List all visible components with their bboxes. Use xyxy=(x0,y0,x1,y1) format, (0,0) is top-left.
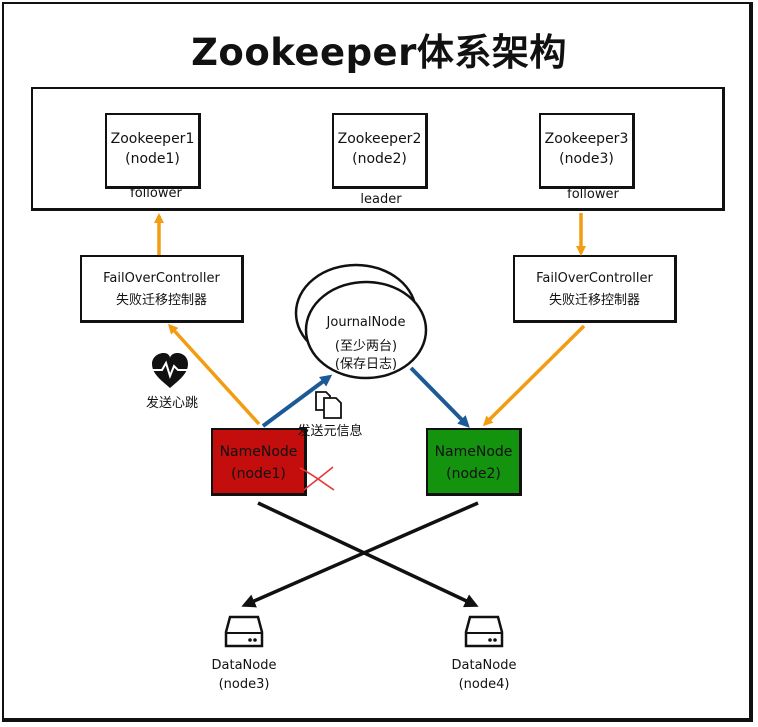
namenode-standby: NameNode (node2) xyxy=(426,428,522,496)
failover-controller-right-subtitle: 失败迁移控制器 xyxy=(548,293,640,308)
datanode-right-label: DataNode (node4) xyxy=(434,656,534,694)
zookeeper3-node: (node3) xyxy=(559,151,614,167)
zookeeper2-node: (node2) xyxy=(352,151,407,167)
failover-controller-left: FailOverController 失败迁移控制器 xyxy=(80,255,244,323)
diagram-title: Zookeeper体系架构 xyxy=(191,31,567,74)
metadata-label: 发送元信息 xyxy=(297,424,363,439)
arrow-namenode-to-fc-left xyxy=(167,323,261,426)
zookeeper2-name: Zookeeper2 xyxy=(337,131,422,147)
cross-mark-icon xyxy=(299,466,335,491)
journal-node-line1: (至少两台) xyxy=(334,339,398,354)
datanode-left-name: DataNode xyxy=(211,658,277,673)
namenode-active-node: (node1) xyxy=(231,466,286,482)
datanode-left-node: (node3) xyxy=(218,677,270,692)
journal-node-name: JournalNode xyxy=(326,315,406,330)
zookeeper2-box: Zookeeper2 (node2) xyxy=(332,113,428,189)
heartbeat-label: 发送心跳 xyxy=(145,396,198,411)
journal-node-ellipse xyxy=(304,280,428,380)
failover-controller-right: FailOverController 失败迁移控制器 xyxy=(513,255,677,323)
failover-controller-left-name: FailOverController xyxy=(103,271,220,286)
arrow-namenode1-to-datanode4 xyxy=(257,501,479,608)
zookeeper2-role: leader xyxy=(360,192,402,207)
arrow-fc-right-to-namenode xyxy=(482,324,586,427)
zookeeper1-name: Zookeeper1 xyxy=(110,131,195,147)
namenode-active-name: NameNode xyxy=(219,444,298,460)
namenode-standby-node: (node2) xyxy=(446,466,501,482)
namenode-active: NameNode (node1) xyxy=(211,428,307,496)
datanode-right-node: (node4) xyxy=(458,677,510,692)
journal-node-label: JournalNode (至少两台) (保存日志) xyxy=(310,314,422,374)
datanode-left-label: DataNode (node3) xyxy=(194,656,294,694)
arrow-namenode2-to-datanode3 xyxy=(241,501,479,608)
failover-controller-right-name: FailOverController xyxy=(536,271,653,286)
zookeeper1-box: Zookeeper1 (node1) xyxy=(105,113,201,189)
zookeeper3-name: Zookeeper3 xyxy=(544,131,629,147)
zookeeper-cluster xyxy=(31,87,725,211)
zookeeper3-box: Zookeeper3 (node3) xyxy=(539,113,635,189)
datanode-right-name: DataNode xyxy=(451,658,517,673)
namenode-standby-name: NameNode xyxy=(434,444,513,460)
arrow-journal-to-namenode xyxy=(409,366,470,428)
zookeeper1-node: (node1) xyxy=(125,151,180,167)
zookeeper3-role: follower xyxy=(567,187,619,202)
journal-node-line2: (保存日志) xyxy=(334,357,398,372)
server-drive-icon xyxy=(224,615,264,648)
arrow-namenode-to-journal xyxy=(261,374,333,428)
documents-icon xyxy=(315,391,342,419)
zookeeper1-role: follower xyxy=(130,186,182,201)
failover-controller-left-subtitle: 失败迁移控制器 xyxy=(115,293,207,308)
server-drive-icon xyxy=(464,615,504,648)
heart-pulse-icon xyxy=(152,353,190,388)
